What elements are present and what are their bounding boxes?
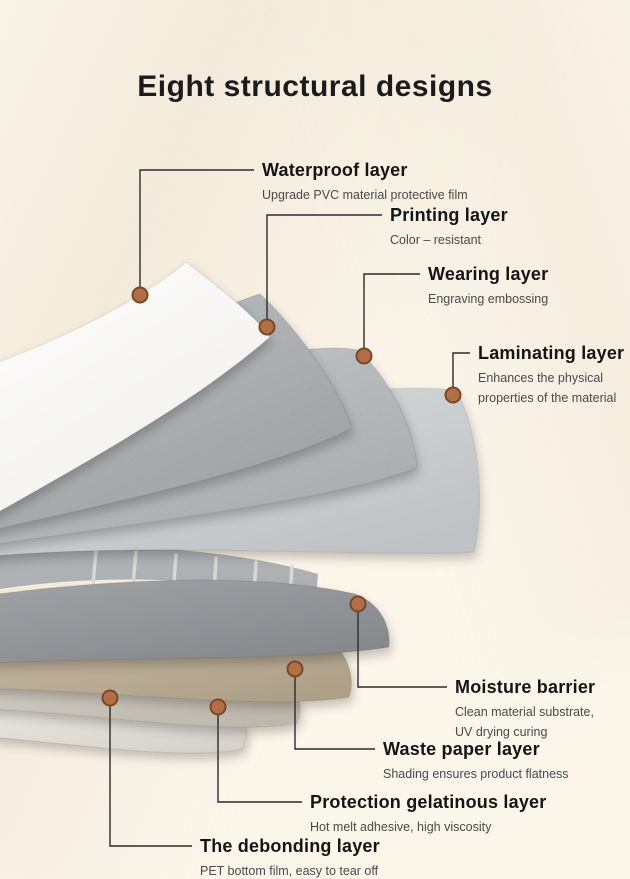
callout-laminating: Laminating layer Enhances the physical p…: [478, 342, 624, 408]
layer-sublabel: Enhances the physical properties of the …: [478, 371, 617, 405]
stack-gap-shadow: [0, 545, 318, 602]
layer-label: Printing layer: [390, 205, 508, 225]
layer-label: The debonding layer: [200, 836, 380, 856]
callout-line-protection: [217, 707, 302, 803]
callout-printing: Printing layer Color – resistant: [390, 204, 508, 250]
layer-sublabel: Clean material substrate, UV drying curi…: [455, 705, 594, 739]
callout-dots: [101, 286, 462, 716]
callout-dot-printing: [258, 318, 276, 336]
layer-label: Protection gelatinous layer: [310, 792, 547, 812]
layer-label: Waterproof layer: [262, 160, 408, 180]
callout-debonding: The debonding layer PET bottom film, eas…: [200, 835, 380, 879]
layer-label: Laminating layer: [478, 343, 625, 363]
callout-waterproof: Waterproof layer Upgrade PVC material pr…: [262, 159, 468, 205]
callout-line-wearing: [363, 273, 420, 356]
layer-sublabel: Upgrade PVC material protective film: [262, 188, 468, 202]
callout-dot-debonding: [101, 689, 119, 707]
callout-dot-moisture: [349, 595, 367, 613]
callout-waste-paper: Waste paper layer Shading ensures produc…: [383, 738, 569, 784]
sheet-moisture: [0, 579, 390, 664]
layer-sublabel: Shading ensures product flatness: [383, 767, 569, 781]
callout-wearing: Wearing layer Engraving embossing: [428, 263, 548, 309]
layer-sublabel: Engraving embossing: [428, 292, 549, 306]
callout-protection: Protection gelatinous layer Hot melt adh…: [310, 791, 546, 837]
page-title: Eight structural designs: [137, 70, 493, 104]
callout-line-waterproof: [139, 169, 254, 295]
layer-sublabel: Hot melt adhesive, high viscosity: [310, 820, 492, 834]
layer-label: Wearing layer: [428, 264, 549, 284]
sheet-waterproof: [0, 261, 271, 512]
callout-dot-waste-paper: [286, 660, 304, 678]
layer-label: Moisture barrier: [455, 677, 596, 697]
layer-label: Waste paper layer: [383, 739, 540, 759]
callout-lines: [109, 169, 470, 847]
callout-dot-wearing: [355, 347, 373, 365]
layer-sublabel: Color – resistant: [390, 233, 482, 247]
layer-sublabel: PET bottom film, easy to tear off: [200, 864, 379, 878]
callout-line-waste-paper: [294, 669, 375, 750]
adhesive-strands: [90, 548, 294, 600]
callout-line-moisture: [357, 604, 447, 688]
callout-line-debonding: [109, 698, 192, 847]
callout-line-laminating: [452, 352, 470, 395]
callout-dot-waterproof: [131, 286, 149, 304]
callout-line-printing: [266, 214, 382, 327]
callout-dot-protection: [209, 698, 227, 716]
callout-dot-laminating: [444, 386, 462, 404]
callout-moisture: Moisture barrier Clean material substrat…: [455, 676, 595, 742]
